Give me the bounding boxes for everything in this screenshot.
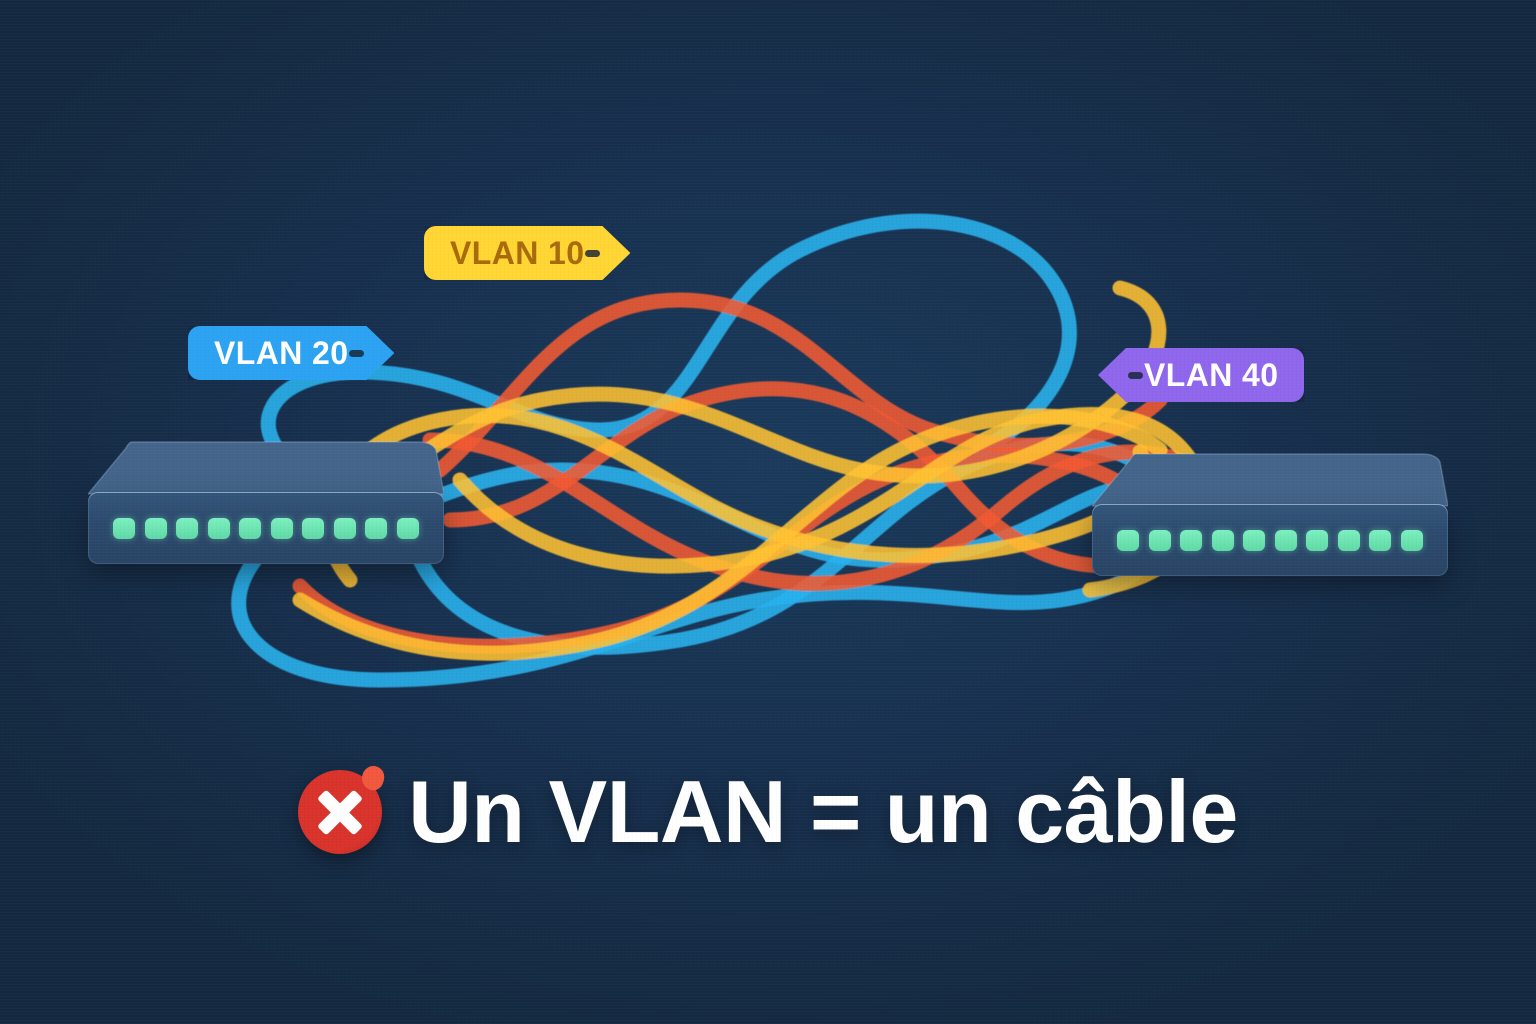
vlan-tag-label: VLAN 20 — [214, 334, 349, 371]
switch-port-led — [1243, 529, 1266, 551]
vlan-tag-label: VLAN 40 — [1144, 356, 1279, 393]
cross-circle-icon — [298, 763, 388, 854]
switch-top-face — [1092, 453, 1448, 507]
switch-port-led — [1369, 529, 1392, 551]
switch-port-led — [113, 517, 136, 539]
switch-port-led — [1211, 529, 1234, 551]
switch-front-panel — [88, 492, 444, 564]
switch-port-led — [144, 517, 167, 539]
network-switch-right — [1092, 452, 1448, 580]
network-switch-left — [88, 440, 444, 568]
switch-port-led — [1306, 529, 1329, 551]
switch-port-led — [176, 517, 199, 539]
switch-port-led — [1148, 529, 1171, 551]
switch-port-led — [207, 517, 230, 539]
switch-port-led — [1400, 529, 1423, 551]
vlan-tag-40[interactable]: VLAN 40 — [1098, 348, 1305, 402]
switch-top-face — [88, 441, 444, 495]
switch-port-led — [365, 517, 388, 539]
switch-port-led — [333, 517, 356, 539]
switch-port-led — [1337, 529, 1360, 551]
vlan-tag-20[interactable]: VLAN 20 — [188, 326, 394, 380]
switch-port-led — [396, 517, 419, 539]
vlan-tag-10[interactable]: VLAN 10 — [424, 226, 630, 280]
switch-port-led — [270, 517, 293, 539]
tag-hole-icon — [1128, 371, 1143, 379]
caption-text: Un VLAN = un câble — [408, 762, 1238, 861]
vlan-tag-label: VLAN 10 — [450, 234, 585, 271]
tag-hole-icon — [585, 250, 600, 257]
switch-port-led — [1274, 529, 1297, 551]
tag-hole-icon — [349, 350, 364, 357]
switch-port-led — [239, 517, 262, 539]
cable-orange — [442, 381, 1168, 574]
caption-row: Un VLAN = un câble — [0, 762, 1536, 861]
switch-front-panel — [1092, 504, 1448, 576]
cable-orange — [422, 432, 1188, 592]
switch-port-led — [1180, 529, 1203, 551]
switch-port-led — [302, 517, 325, 539]
switch-port-led — [1117, 529, 1140, 551]
